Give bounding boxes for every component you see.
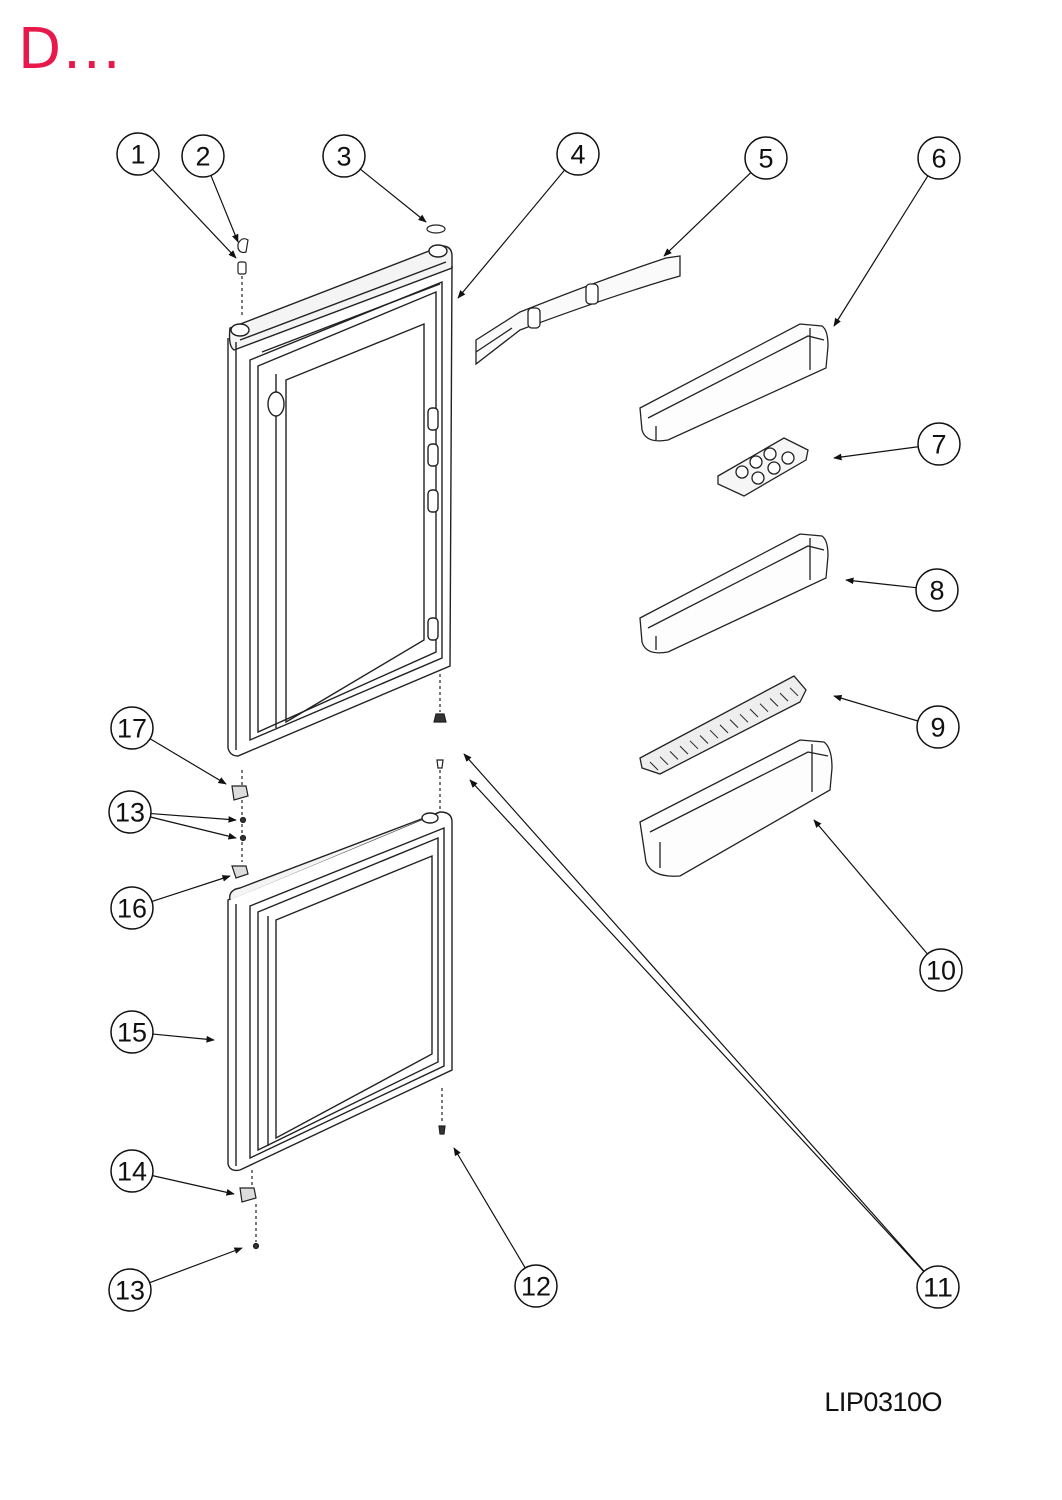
door-shelf-6: [639, 323, 829, 442]
callout-circle: [108, 1268, 152, 1312]
callout-number: 10: [926, 956, 956, 986]
leader-line-4: [457, 169, 566, 299]
callout-13b: 13: [108, 1268, 152, 1312]
callout-4: 4: [556, 132, 600, 176]
leader-line-17: [149, 738, 227, 785]
callout-circle: [916, 1265, 960, 1309]
leader-line-13b: [149, 1247, 243, 1284]
leader-line-3: [359, 168, 427, 223]
callout-number: 13: [115, 798, 145, 828]
callout-6: 6: [917, 136, 961, 180]
callout-number: 11: [923, 1273, 953, 1303]
leader-line-1: [151, 168, 237, 259]
callout-number: 5: [758, 144, 773, 174]
callout-circle: [916, 705, 960, 749]
callout-circle: [322, 134, 366, 178]
callout-9: 9: [916, 705, 960, 749]
leader-line-13a-1: [150, 812, 237, 823]
callout-number: 15: [117, 1018, 147, 1048]
callout-number: 8: [929, 576, 944, 606]
callout-13a: 13: [108, 790, 152, 834]
callout-circle: [917, 422, 961, 466]
callout-5: 5: [744, 136, 788, 180]
page-title: D...: [18, 17, 123, 82]
callout-number: 6: [931, 144, 946, 174]
callout-circle: [556, 132, 600, 176]
callout-15: 15: [110, 1010, 154, 1054]
leader-line-9: [833, 694, 919, 722]
callout-circle: [110, 1010, 154, 1054]
leader-line-7: [833, 446, 919, 461]
callout-circle: [917, 136, 961, 180]
callout-number: 14: [117, 1157, 147, 1187]
leader-line-13a-2: [150, 816, 237, 840]
callout-number: 16: [117, 894, 147, 924]
callout-circle: [110, 706, 154, 750]
leader-line-8: [845, 577, 917, 589]
callout-17: 17: [110, 706, 154, 750]
upper-door: [227, 244, 453, 757]
callout-circle: [514, 1264, 558, 1308]
hinge-hardware: [231, 224, 447, 1250]
callout-8: 8: [915, 568, 959, 612]
callout-14: 14: [110, 1149, 154, 1193]
callout-2: 2: [181, 134, 225, 178]
leader-line-11-2: [469, 779, 925, 1272]
leader-line-5: [663, 172, 752, 257]
leader-line-16: [151, 875, 231, 903]
callout-circle: [181, 134, 225, 178]
callout-number: 4: [570, 140, 585, 170]
callout-circle: [116, 132, 160, 176]
door-shelf-8: [639, 533, 829, 654]
callout-circle: [915, 568, 959, 612]
leader-line-14: [152, 1175, 235, 1196]
callout-number: 1: [130, 140, 145, 170]
callout-11: 11: [916, 1265, 960, 1309]
callout-16: 16: [110, 886, 154, 930]
callout-7: 7: [917, 422, 961, 466]
callout-circle: [110, 1149, 154, 1193]
leader-line-10: [813, 819, 928, 955]
callout-number: 7: [931, 430, 946, 460]
callout-3: 3: [322, 134, 366, 178]
callout-number: 9: [930, 713, 945, 743]
callout-number: 2: [195, 142, 210, 172]
callout-circle: [919, 948, 963, 992]
lower-door: [227, 811, 453, 1172]
leader-line-11-1: [463, 753, 925, 1272]
callout-1: 1: [116, 132, 160, 176]
callout-12: 12: [514, 1264, 558, 1308]
leader-line-2: [210, 175, 239, 243]
door-handle-strip: [475, 255, 681, 366]
callout-number: 13: [115, 1276, 145, 1306]
leader-lines: [149, 168, 929, 1284]
callout-circle: [108, 790, 152, 834]
callout-number: 12: [521, 1272, 551, 1302]
callout-number: 17: [117, 714, 147, 744]
callout-number: 3: [336, 142, 351, 172]
leader-line-15: [152, 1033, 215, 1043]
leader-line-6: [833, 175, 929, 327]
callout-circle: [110, 886, 154, 930]
callout-10: 10: [919, 948, 963, 992]
callout-circle: [744, 136, 788, 180]
drawing-reference-code: LIP0310O: [824, 1387, 942, 1417]
bottle-guard-rack: [639, 675, 807, 775]
door-shelf-10: [639, 739, 833, 877]
leader-line-12: [453, 1147, 526, 1269]
egg-tray: [717, 437, 809, 497]
